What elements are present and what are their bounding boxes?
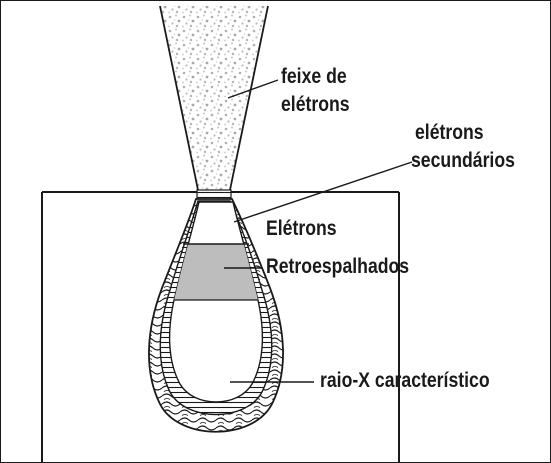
label-secondary-line1: elétrons bbox=[415, 120, 484, 146]
electron-beam bbox=[160, 6, 268, 190]
label-backscattered-line2: Retroespalhados bbox=[266, 254, 409, 280]
label-backscattered-line1: Elétrons bbox=[266, 216, 337, 242]
label-beam-line2: elétrons bbox=[281, 92, 350, 118]
label-beam-line1: feixe de bbox=[281, 64, 347, 90]
label-secondary-line2: secundários bbox=[411, 148, 515, 174]
label-xray: raio-X característico bbox=[320, 368, 490, 394]
beam-entry-neck bbox=[197, 190, 231, 199]
